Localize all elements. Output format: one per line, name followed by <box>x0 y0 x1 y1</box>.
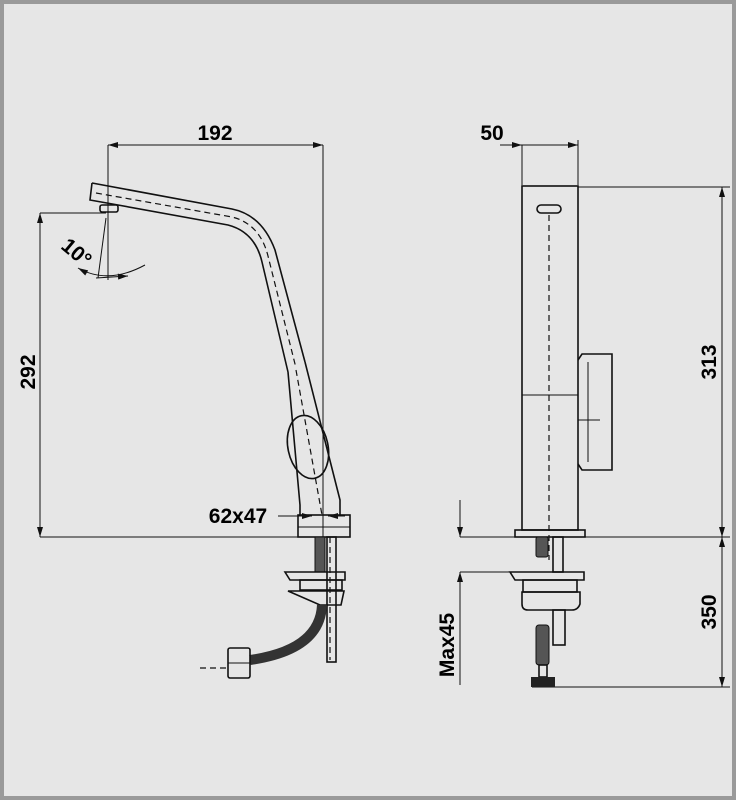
dimension-label-max45: Max45 <box>436 613 459 678</box>
dimension-350: 350 <box>532 537 730 688</box>
side-view: 192 292 10° <box>17 122 351 679</box>
faucet-spout <box>89 182 306 373</box>
mounting-hardware <box>200 536 346 679</box>
dimension-313: 313 <box>578 186 730 538</box>
lever-handle <box>286 414 330 480</box>
mounting-nut <box>283 571 346 581</box>
mounting-hardware-front <box>508 536 585 687</box>
dimension-label-62x47: 62x47 <box>209 505 267 528</box>
front-view: 50 313 350 Max45 <box>436 122 730 688</box>
dimension-label-50: 50 <box>480 122 503 145</box>
base-plate-front <box>514 529 586 538</box>
lever-handle-front <box>577 353 613 471</box>
dimension-label-313: 313 <box>698 344 721 379</box>
dimension-label-192: 192 <box>197 122 232 145</box>
dimension-62x47: 62x47 <box>209 505 345 528</box>
dimension-label-angle: 10° <box>57 234 96 272</box>
mounting-nut-front <box>508 571 585 581</box>
faucet-body <box>286 361 351 538</box>
flex-hose <box>249 604 327 665</box>
hose-fitting-front <box>531 677 555 687</box>
dimension-label-292: 292 <box>17 354 40 389</box>
dimension-max45: Max45 <box>436 500 515 685</box>
dimension-192: 192 <box>107 122 324 537</box>
dimension-50: 50 <box>480 122 579 185</box>
drawing-sheet <box>4 4 732 796</box>
dimension-label-350: 350 <box>698 594 721 629</box>
dimension-angle-10: 10° <box>57 215 146 280</box>
dimension-292: 292 <box>17 212 300 538</box>
base-plate <box>297 514 351 538</box>
aerator-slot <box>536 204 562 214</box>
faucet-body-front <box>514 185 613 560</box>
